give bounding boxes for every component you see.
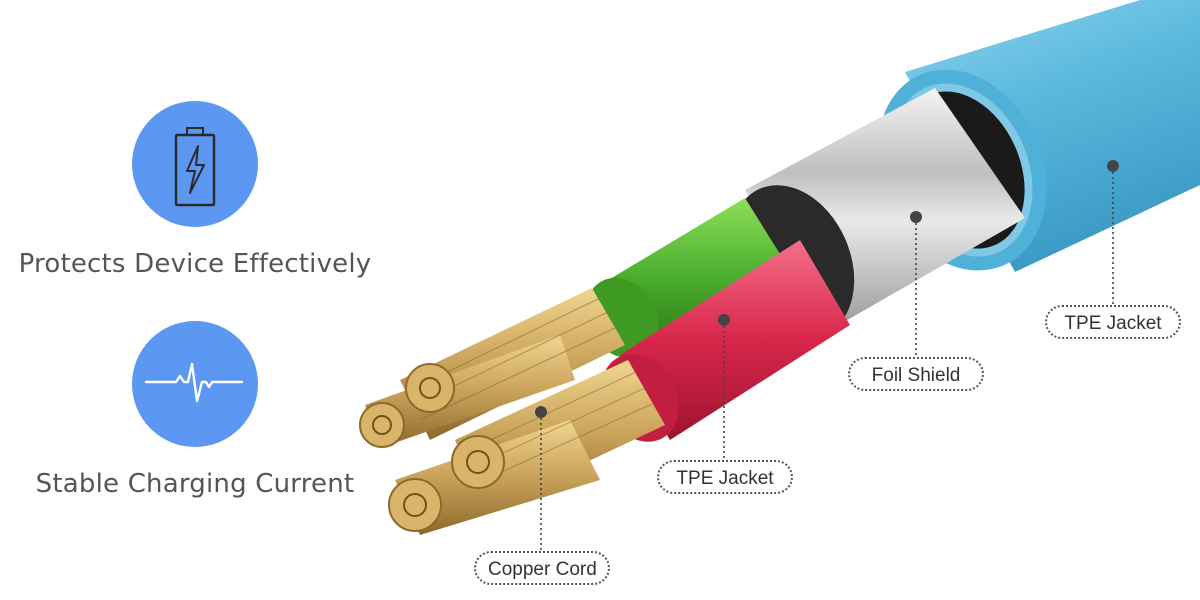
battery-charging-icon bbox=[174, 127, 216, 207]
feature-stable-current: Stable Charging Current bbox=[0, 321, 390, 499]
leader-inner-jacket bbox=[718, 314, 730, 460]
label-copper-cord: Copper Cord bbox=[474, 551, 610, 585]
leader-copper-cord bbox=[535, 406, 547, 552]
label-outer-tpe-jacket: TPE Jacket bbox=[1045, 305, 1181, 339]
feature-caption: Stable Charging Current bbox=[35, 469, 355, 499]
label-foil-shield: Foil Shield bbox=[848, 357, 984, 391]
label-inner-tpe-jacket: TPE Jacket bbox=[657, 460, 793, 494]
feature-icon-circle bbox=[132, 101, 258, 227]
copper-cord-strands bbox=[359, 288, 665, 535]
heartbeat-pulse-icon bbox=[144, 362, 244, 403]
leader-foil-shield bbox=[910, 211, 922, 357]
leader-outer-jacket bbox=[1107, 160, 1119, 305]
feature-protects-device: Protects Device Effectively bbox=[0, 101, 390, 279]
feature-icon-circle bbox=[132, 321, 258, 447]
feature-caption: Protects Device Effectively bbox=[18, 249, 372, 279]
